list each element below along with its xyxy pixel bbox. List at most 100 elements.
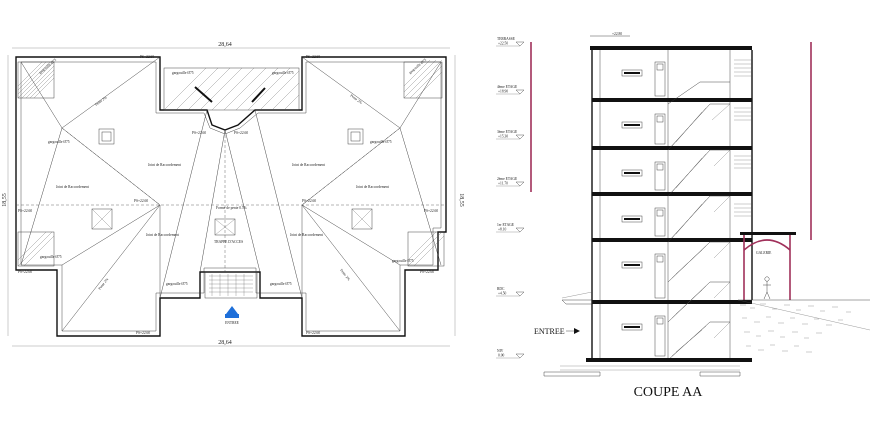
floor-slab-2 bbox=[592, 192, 752, 196]
slope-label-2: Pente 2% bbox=[349, 94, 362, 105]
level-tag-11: PS+22.60 bbox=[420, 270, 434, 274]
dimension-left: 18,55 bbox=[2, 193, 8, 207]
window-2 bbox=[621, 169, 643, 177]
level-tag-9: PS+22.60 bbox=[136, 331, 150, 335]
door-2 bbox=[654, 161, 666, 191]
entree-label: ENTREE bbox=[534, 327, 565, 336]
balconies bbox=[734, 59, 752, 217]
level-value-1: +18.90 bbox=[498, 90, 508, 94]
label-gargouille-sc1: gargouille Ø75 bbox=[166, 282, 188, 286]
dimension-bottom: 28,64 bbox=[218, 340, 232, 346]
top-level-mark: +22.80 bbox=[612, 32, 622, 36]
gallery: GALERIE bbox=[740, 232, 796, 300]
label-trappe-acces: TRAPPE D'ACCES bbox=[214, 240, 243, 244]
floor-slab-1 bbox=[592, 146, 752, 150]
level-tag-5: PS+22.60 bbox=[18, 209, 32, 213]
level-value-0: +22.50 bbox=[498, 42, 508, 46]
label-joint-6: Joint de Raccordement bbox=[290, 233, 323, 237]
level-tag-2: PS+22.60 bbox=[306, 55, 320, 59]
ground-hatch bbox=[737, 299, 870, 353]
dimension-top: 28,64 bbox=[218, 42, 232, 48]
level-value-4: +8.10 bbox=[498, 228, 507, 232]
plan-entry-label: ENTREE bbox=[225, 321, 240, 325]
window-4 bbox=[621, 261, 643, 269]
window-frame-2 bbox=[624, 172, 640, 174]
level-name-5: RDC bbox=[497, 287, 505, 291]
label-joint-5: Joint de Raccordement bbox=[146, 233, 179, 237]
roof-outline bbox=[15, 56, 447, 337]
level-tag-1: PS+22.60 bbox=[140, 55, 154, 59]
window-frame-5 bbox=[624, 326, 640, 328]
level-name-2: 3ème ETAGE bbox=[497, 130, 518, 134]
level-value-5: +4.50 bbox=[498, 292, 507, 296]
level-marker-icon-1 bbox=[515, 89, 525, 95]
door-panel-4 bbox=[656, 255, 664, 263]
level-marker-icon-5 bbox=[515, 291, 525, 297]
level-marker-icon-3 bbox=[515, 181, 525, 187]
door-panel-3 bbox=[656, 209, 664, 217]
window-1 bbox=[621, 121, 643, 129]
window-0 bbox=[621, 69, 643, 77]
level-marker-icon-6 bbox=[515, 353, 525, 359]
window-frame-4 bbox=[624, 264, 640, 266]
label-gargouille-nc2: gargouille Ø75 bbox=[272, 71, 294, 75]
label-gargouille-sw: gargouille Ø75 bbox=[40, 255, 62, 259]
label-joint-4: Joint de Raccordement bbox=[356, 185, 389, 189]
vent-left-upper bbox=[98, 128, 115, 145]
window-frame-1 bbox=[624, 124, 640, 126]
level-value-6: 0.00 bbox=[498, 354, 504, 358]
label-joint-1: Joint de Raccordement bbox=[148, 163, 181, 167]
level-tag-7: PS+22.60 bbox=[134, 199, 148, 203]
level-tag-6: PS+22.60 bbox=[424, 209, 438, 213]
level-name-0: TERRASSE bbox=[497, 37, 516, 41]
window-5 bbox=[621, 323, 643, 331]
door-panel-1 bbox=[656, 115, 664, 123]
skylight-center bbox=[163, 67, 300, 111]
level-marks: TERRASSE+22.50 4ème ETAGE+18.90 3ème ETAGE… bbox=[496, 37, 525, 359]
level-tag-10: PS+22.60 bbox=[306, 331, 320, 335]
label-gargouille-se: gargouille Ø75 bbox=[392, 259, 414, 263]
label-forme-pente: Forme de pente 0.5% bbox=[216, 206, 247, 210]
label-gargouille-e: gargouille Ø75 bbox=[370, 140, 392, 144]
door-0 bbox=[654, 61, 666, 97]
vent-right-lower bbox=[351, 208, 373, 230]
vent-left-lower bbox=[91, 208, 113, 230]
level-tag-12: PS+22.60 bbox=[18, 270, 32, 274]
door-1 bbox=[654, 113, 666, 145]
level-value-2: +15.30 bbox=[498, 135, 508, 139]
level-tag-4: PS+22.60 bbox=[234, 131, 248, 135]
level-name-1: 4ème ETAGE bbox=[497, 85, 518, 89]
door-4 bbox=[654, 253, 666, 299]
door-panel-0 bbox=[656, 63, 664, 71]
level-marker-icon-2 bbox=[515, 134, 525, 140]
gallery-label: GALERIE bbox=[756, 251, 772, 255]
dimension-right: 18,55 bbox=[458, 193, 464, 207]
skylight-left bbox=[17, 61, 55, 99]
label-joint-3: Joint de Raccordement bbox=[56, 185, 89, 189]
section-aa: TERRASSE+22.50 4ème ETAGE+18.90 3ème ETAGE… bbox=[496, 32, 870, 400]
door-3 bbox=[654, 207, 666, 237]
slope-label-4: Pente 2% bbox=[339, 268, 351, 281]
label-joint-2: Joint de Raccordement bbox=[292, 163, 325, 167]
door-panel-2 bbox=[656, 163, 664, 171]
level-marker-icon-0 bbox=[515, 41, 525, 47]
section-title: COUPE AA bbox=[634, 385, 704, 400]
label-gargouille-nc1: gargouille Ø75 bbox=[172, 71, 194, 75]
slope-label-3: Pente 2% bbox=[98, 277, 110, 290]
staircase bbox=[667, 81, 730, 361]
stair-block bbox=[204, 271, 258, 299]
level-tag-3: PS+22.60 bbox=[192, 131, 206, 135]
skylight-right bbox=[403, 59, 443, 99]
slope-label-1: Pente 2% bbox=[94, 96, 107, 107]
level-name-6: NIV bbox=[497, 349, 504, 353]
floor-slab-3 bbox=[592, 238, 752, 242]
floor-slabs bbox=[592, 98, 752, 362]
label-gargouille-sc2: gargouille Ø75 bbox=[270, 282, 292, 286]
openings bbox=[621, 61, 666, 357]
level-name-4: 1er ETAGE bbox=[497, 223, 515, 227]
level-name-3: 2ème ETAGE bbox=[497, 177, 518, 181]
floor-slab-0 bbox=[592, 98, 752, 102]
level-marker-icon-4 bbox=[515, 227, 525, 233]
roof-hatch bbox=[214, 218, 236, 236]
